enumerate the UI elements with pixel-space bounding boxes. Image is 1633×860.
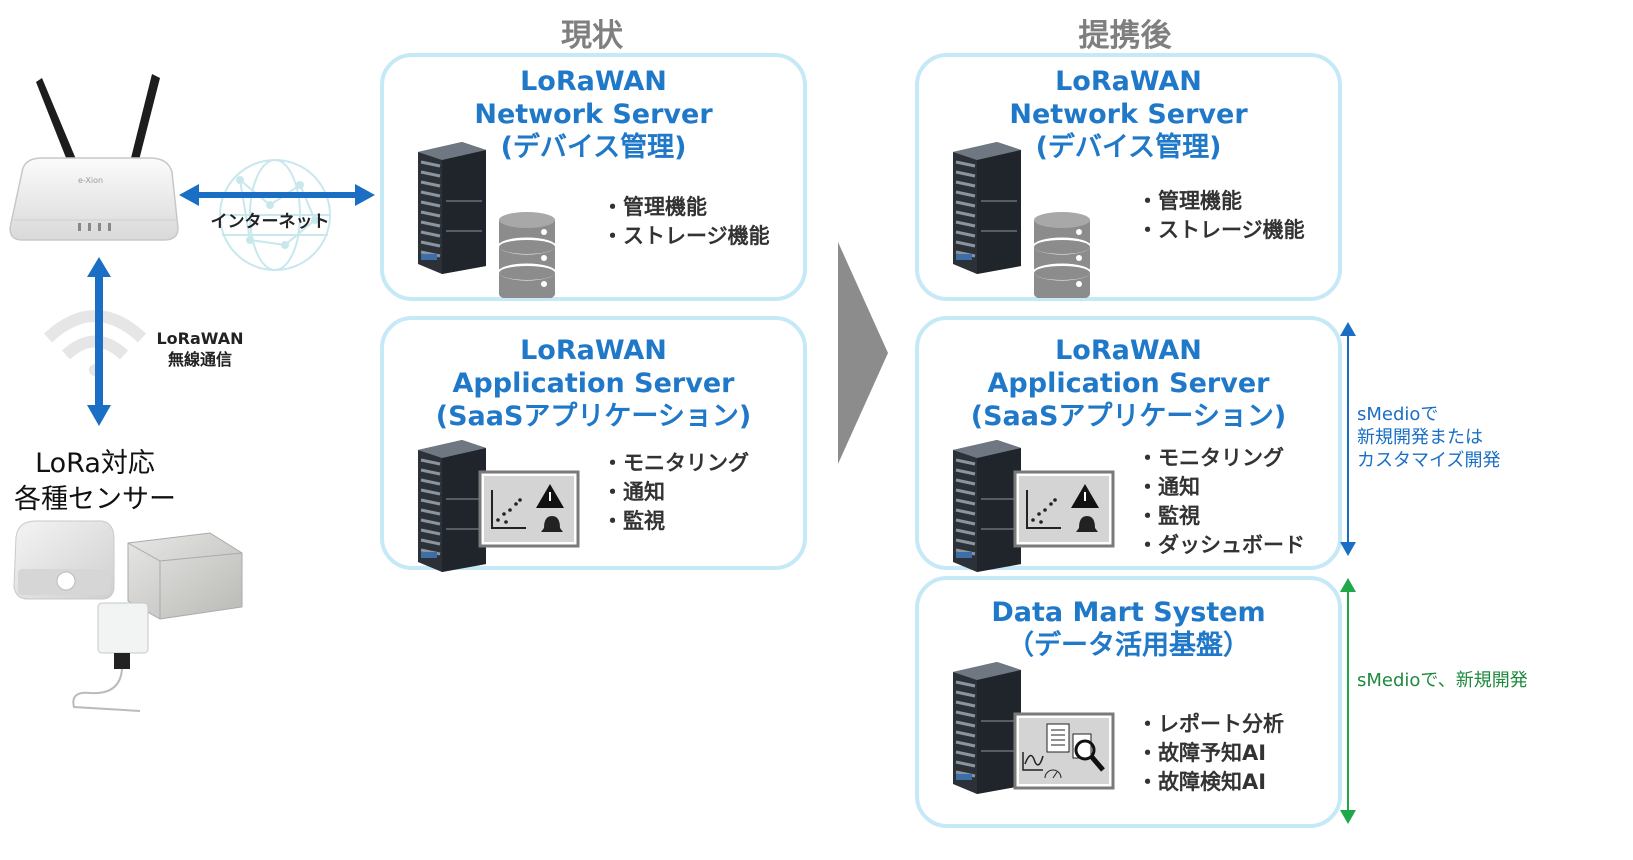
after-datamart-features: ・レポート分析 ・故障予知AI ・故障検知AI bbox=[1137, 712, 1284, 794]
column-title-current: 現状 bbox=[561, 18, 623, 54]
internet-globe-icon bbox=[219, 159, 331, 271]
server-rack-icon bbox=[418, 440, 486, 572]
blue-range-arrow bbox=[1340, 322, 1356, 556]
lorawan-label: LoRaWAN 無線通信 bbox=[156, 329, 244, 369]
current-application-server-title: LoRaWAN Application Server (SaaSアプリケーション… bbox=[435, 335, 752, 432]
current-network-features: ・管理機能 ・ストレージ機能 bbox=[602, 195, 770, 248]
green-note: sMedioで、新規開発 bbox=[1357, 670, 1528, 691]
internet-arrow bbox=[179, 184, 375, 206]
transition-arrow bbox=[838, 242, 888, 464]
internet-label: インターネット bbox=[210, 212, 330, 232]
sensor-devices-icon bbox=[13, 520, 243, 712]
server-rack-icon bbox=[953, 662, 1021, 794]
after-datamart-title: Data Mart System （データ活用基盤） bbox=[991, 597, 1266, 661]
server-rack-icon bbox=[418, 142, 486, 274]
green-range-arrow bbox=[1340, 578, 1356, 824]
lorawan-arrow bbox=[87, 257, 111, 426]
database-icon bbox=[1033, 212, 1091, 298]
current-network-server-title: LoRaWAN Network Server (デバイス管理) bbox=[474, 66, 713, 163]
after-application-features: ・モニタリング ・通知 ・監視 ・ダッシュボード bbox=[1137, 446, 1305, 557]
monitoring-screen-icon bbox=[1013, 470, 1115, 548]
sensors-label: LoRa対応 各種センサー bbox=[14, 448, 176, 515]
current-application-features: ・モニタリング ・通知 ・監視 bbox=[602, 451, 749, 533]
after-application-server-title: LoRaWAN Application Server (SaaSアプリケーション… bbox=[970, 335, 1287, 432]
database-icon bbox=[498, 212, 556, 298]
monitoring-screen-icon bbox=[478, 470, 580, 548]
gateway-brand: e-Xion bbox=[78, 176, 104, 185]
column-title-after: 提携後 bbox=[1078, 18, 1172, 54]
blue-note: sMedioで 新規開発または カスタマイズ開発 bbox=[1357, 404, 1501, 471]
gateway-router-icon bbox=[9, 74, 179, 241]
server-rack-icon bbox=[953, 142, 1021, 274]
server-rack-icon bbox=[953, 440, 1021, 572]
after-network-server-title: LoRaWAN Network Server (デバイス管理) bbox=[1009, 66, 1248, 163]
analytics-screen-icon bbox=[1013, 712, 1115, 790]
after-network-features: ・管理機能 ・ストレージ機能 bbox=[1137, 189, 1305, 242]
